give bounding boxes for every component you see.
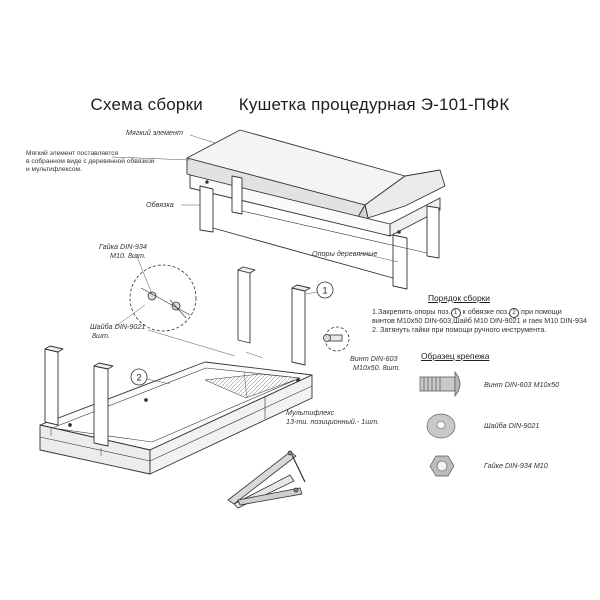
bolt-closeup [323, 326, 350, 352]
label-nut-1: Гайка DIN-934 [99, 242, 147, 251]
leg-left-inner [93, 365, 109, 447]
assembly-step-1-line2: винтов М10х50 DIN-603,Шайб М10 DIN-9021 … [372, 316, 587, 325]
sample-nut [429, 455, 455, 477]
leg-center-front [291, 287, 306, 366]
page-title: Схема сборки Кушетка процедурная Э-101-П… [0, 95, 600, 115]
couch-leader-lines [111, 134, 399, 263]
note-line-3: и мультифлексом. [26, 166, 82, 173]
label-nut-2: М10. 8шт. [110, 251, 146, 260]
label-washer-2: 8шт. [92, 331, 110, 340]
assembled-couch [186, 129, 446, 290]
title-right: Кушетка процедурная Э-101-ПФК [238, 95, 510, 114]
callout-1-label: 1 [322, 286, 327, 296]
leg-insert-arrows [50, 428, 102, 456]
label-soft-element: Мягкий элемент [126, 128, 183, 137]
detail-leaders [114, 253, 264, 399]
label-wooden-legs: Опоры деревянные [312, 249, 378, 258]
sample-bolt [419, 371, 461, 397]
fastener-sample-heading: Образец крепежа [421, 351, 490, 361]
label-bolt-2: М10х50. 8шт. [353, 363, 401, 372]
assembly-step-1-end: при помощи [519, 307, 562, 316]
assembly-step-1-text: 1.Закрепить опоры поз. [372, 307, 451, 316]
label-multiflex-2: 13-ти. позиционный.- 1шт. [286, 417, 380, 426]
label-frame: Обвязка [146, 200, 174, 209]
label-multiflex-1: Мультифлекс [286, 408, 335, 417]
couch-leg-front-left [199, 185, 214, 233]
label-bolt-1: Винт DIN-603 [350, 354, 398, 363]
callout-1 [305, 281, 334, 299]
title-left: Схема сборки [90, 95, 203, 114]
leg-left-front [44, 348, 59, 426]
couch-leg-back-right [426, 205, 440, 259]
assembly-step-1: 1.Закрепить опоры поз.1 к обвязке поз.2 … [372, 307, 562, 318]
label-washer-1: Шайба DIN-9021 [90, 322, 146, 331]
note-line-2: в собранном виде с деревянной обвязкой [26, 158, 155, 165]
couch-leg-front-right [392, 234, 408, 290]
multiflex-mechanism [227, 450, 306, 509]
couch-leg-back-left [231, 175, 243, 215]
note-line-1: Мягкий элемент поставляется [26, 150, 119, 157]
multiflex-board [204, 373, 301, 399]
exploded-legs [44, 266, 311, 447]
assembly-order-heading: Порядок сборки [428, 293, 490, 303]
sample-washer [426, 413, 456, 439]
exploded-frame [39, 361, 313, 475]
leg-center-back [237, 269, 251, 344]
assembly-step-2: 2. Затянуть гайки при помощи ручного инс… [372, 325, 547, 334]
detail-fastener-closeup [129, 264, 197, 332]
step1-ref-1: 1 [450, 308, 461, 318]
step1-ref-2: 2 [509, 308, 520, 318]
callout-2 [130, 368, 171, 386]
callout-2-label: 2 [136, 373, 141, 383]
sample-nut-label: Гайке DIN-934 М10 [484, 461, 548, 470]
assembly-step-1-mid: к обвязке поз. [460, 307, 510, 316]
sample-bolt-label: Винт DIN-603 М10х50 [484, 380, 560, 389]
sample-washer-label: Шайба DIN-9021 [484, 421, 540, 430]
